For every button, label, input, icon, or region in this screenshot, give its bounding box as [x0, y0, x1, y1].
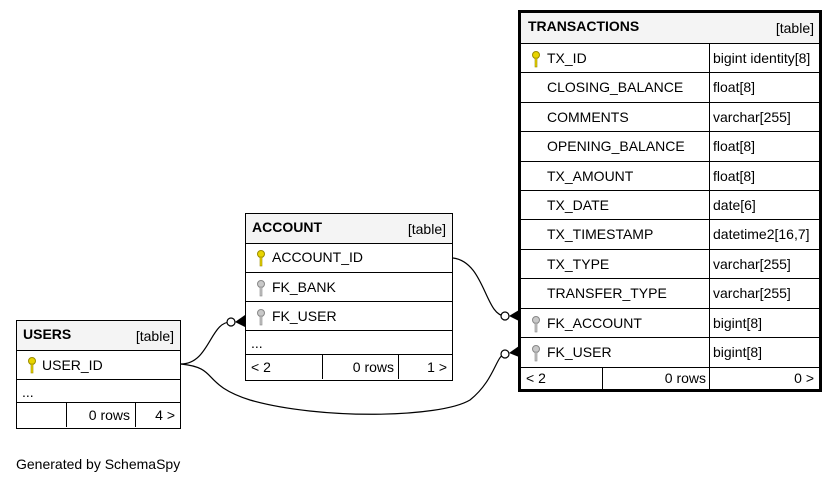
account-table-name: ACCOUNT: [252, 219, 322, 235]
foreign-key-icon: [532, 316, 540, 333]
edge-users-account-arrow: [235, 315, 245, 327]
edge-account-transactions: [452, 257, 506, 317]
users-ellipsis: ...: [22, 384, 34, 400]
primary-key-icon: [257, 250, 265, 267]
account-table[interactable]: ACCOUNT [table] ACCOUNT_ID FK_BANK FK_US…: [245, 213, 453, 381]
transactions-column-name: TRANSFER_TYPE: [547, 285, 667, 301]
foreign-key-icon: [532, 345, 540, 362]
account-ellipsis: ...: [251, 335, 263, 351]
account-column-fk-bank: FK_BANK: [272, 279, 336, 295]
users-table[interactable]: USERS [table] USER_ID ... 0 rows 4 >: [16, 320, 181, 429]
edge-account-transactions-optional-marker: [500, 311, 510, 321]
transactions-column-name: TX_TYPE: [547, 256, 610, 272]
account-footer-left: < 2: [251, 359, 271, 375]
transactions-column-name: CLOSING_BALANCE: [547, 79, 684, 95]
transactions-column-type: datetime2[16,7]: [713, 226, 810, 242]
transactions-footer-right: 0 >: [794, 370, 814, 386]
account-column-account-id: ACCOUNT_ID: [272, 249, 364, 265]
transactions-column-type: varchar[255]: [713, 256, 791, 272]
transactions-column-name: FK_ACCOUNT: [547, 315, 642, 331]
transactions-table-kind: [table]: [775, 20, 814, 36]
transactions-column-type: float[8]: [713, 79, 756, 95]
account-footer-right: 1 >: [427, 359, 447, 375]
transactions-column-type: date[6]: [713, 197, 756, 213]
account-footer-rows: 0 rows: [352, 359, 394, 375]
transactions-column-type: bigint identity[8]: [713, 50, 811, 66]
transactions-table[interactable]: TRANSACTIONS [table] TX_ID bigint identit…: [518, 10, 822, 392]
transactions-column-name: FK_USER: [547, 344, 612, 360]
transactions-footer-rows: 0 rows: [664, 370, 706, 386]
transactions-header: [521, 13, 819, 43]
edge-users-account: [180, 321, 233, 365]
foreign-key-icon: [257, 280, 265, 297]
edge-users-transactions-optional-marker: [500, 349, 510, 359]
edge-users-transactions: [180, 353, 506, 415]
transactions-column-name: TX_ID: [547, 50, 587, 66]
primary-key-icon: [28, 357, 36, 374]
edge-users-transactions-arrow: [509, 346, 519, 357]
transactions-column-type: bigint[8]: [713, 344, 763, 360]
transactions-column-type: varchar[255]: [713, 285, 791, 301]
transactions-column-type: bigint[8]: [713, 315, 763, 331]
transactions-column-type: float[8]: [713, 168, 756, 184]
edge-account-transactions-arrow: [509, 310, 519, 321]
transactions-column-type: varchar[255]: [713, 109, 791, 125]
users-header: [17, 321, 180, 350]
users-footer-rows: 0 rows: [88, 407, 130, 423]
transactions-column-name: TX_DATE: [547, 197, 609, 213]
users-footer-right: 4 >: [155, 407, 175, 423]
transactions-column-name: COMMENTS: [547, 109, 629, 125]
users-table-name: USERS: [23, 326, 72, 342]
account-header: [246, 214, 452, 243]
account-table-kind: [table]: [407, 221, 446, 237]
transactions-column-name: TX_TIMESTAMP: [547, 226, 654, 242]
primary-key-icon: [532, 51, 540, 68]
account-column-fk-user: FK_USER: [272, 308, 337, 324]
edge-users-account-optional-marker: [226, 317, 236, 327]
users-table-kind: [table]: [135, 328, 174, 344]
transactions-footer-left: < 2: [526, 370, 546, 386]
transactions-column-name: OPENING_BALANCE: [547, 138, 685, 154]
users-column-user-id: USER_ID: [42, 357, 103, 373]
generated-by-text: Generated by SchemaSpy: [16, 456, 181, 472]
transactions-column-name: TX_AMOUNT: [547, 168, 634, 184]
transactions-column-type: float[8]: [713, 138, 756, 154]
foreign-key-icon: [257, 309, 265, 326]
transactions-table-name: TRANSACTIONS: [528, 18, 640, 34]
